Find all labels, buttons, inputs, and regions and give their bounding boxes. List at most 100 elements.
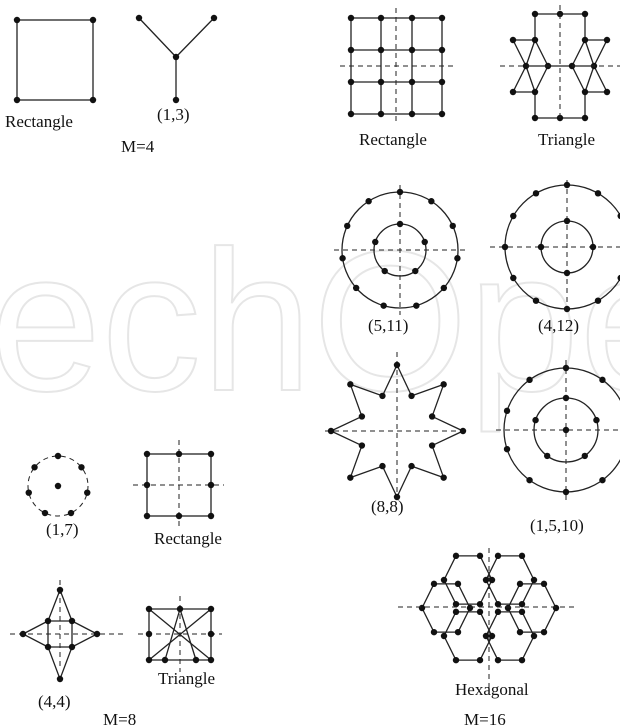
point <box>143 481 151 489</box>
edge <box>443 555 457 581</box>
label-8-8: (8,8) <box>371 497 404 516</box>
label-triangle-m8: Triangle <box>158 669 215 688</box>
edge <box>584 65 595 93</box>
label-4-4: (4,4) <box>38 692 71 711</box>
point <box>452 552 460 560</box>
star-4-4-figure <box>10 580 124 683</box>
point <box>379 392 386 400</box>
point <box>438 46 446 54</box>
point <box>563 269 571 277</box>
point <box>518 600 526 608</box>
point <box>488 632 496 640</box>
edge <box>534 39 549 67</box>
point <box>145 605 153 613</box>
point <box>347 46 355 54</box>
point <box>31 464 38 471</box>
point <box>413 302 420 309</box>
point <box>501 243 509 251</box>
point <box>358 413 366 420</box>
point <box>352 284 360 292</box>
label-5-11: (5,11) <box>368 316 408 335</box>
point <box>207 605 215 613</box>
point <box>503 445 511 453</box>
edge <box>411 383 444 397</box>
point <box>396 220 404 228</box>
point <box>454 255 461 262</box>
point <box>494 656 502 664</box>
edge <box>330 430 363 447</box>
point <box>358 442 366 449</box>
label-1-3: (1,3) <box>157 105 190 124</box>
edge <box>350 465 383 479</box>
point <box>562 364 570 372</box>
edge <box>350 383 383 397</box>
point <box>594 190 602 197</box>
edge <box>22 620 49 635</box>
point <box>449 222 456 230</box>
edge <box>431 384 445 417</box>
point <box>421 238 428 246</box>
point <box>452 600 460 608</box>
point <box>599 476 606 484</box>
label-hexagonal: Hexagonal <box>455 680 529 699</box>
point <box>562 394 570 402</box>
point <box>408 462 415 470</box>
point <box>175 512 183 520</box>
m8-rectangle-figure <box>133 440 224 526</box>
edge <box>431 415 464 432</box>
point <box>494 600 502 608</box>
point <box>347 474 354 481</box>
point <box>440 381 447 388</box>
edge <box>479 635 493 661</box>
point <box>516 580 524 588</box>
edge <box>485 635 499 661</box>
point <box>347 381 354 388</box>
point <box>552 604 560 612</box>
point <box>488 576 496 584</box>
point <box>412 267 419 275</box>
edge <box>381 465 398 498</box>
point <box>365 198 372 205</box>
point <box>380 302 387 309</box>
point <box>372 238 379 246</box>
edge <box>71 633 98 648</box>
point <box>84 489 91 496</box>
point <box>408 78 416 86</box>
edge <box>349 445 363 478</box>
point <box>563 217 571 225</box>
point <box>532 190 540 197</box>
watermark: echOpen <box>0 210 620 433</box>
point <box>452 656 460 664</box>
point <box>207 630 215 638</box>
edge <box>507 583 521 609</box>
point <box>494 552 502 560</box>
m4-y-figure <box>135 14 218 104</box>
edge <box>71 620 98 635</box>
star-8-8-figure <box>325 352 468 501</box>
edge <box>396 465 413 498</box>
edge <box>525 65 536 93</box>
point <box>476 608 484 616</box>
edge <box>443 635 457 661</box>
edge <box>512 65 527 93</box>
point <box>207 481 215 489</box>
point <box>207 450 215 458</box>
edge <box>593 65 608 93</box>
ring-1-5-10-figure <box>496 360 620 500</box>
point <box>599 376 606 384</box>
point <box>377 14 385 22</box>
point <box>78 464 85 471</box>
point <box>494 608 502 616</box>
edge <box>521 611 535 637</box>
point <box>440 474 447 481</box>
point <box>459 427 467 435</box>
edge <box>381 364 398 397</box>
edge <box>59 589 73 622</box>
edge <box>411 465 444 479</box>
m16-rectangle-grid <box>340 8 456 124</box>
edge <box>543 607 557 633</box>
point <box>68 617 76 625</box>
point <box>207 512 215 520</box>
point <box>379 462 386 470</box>
